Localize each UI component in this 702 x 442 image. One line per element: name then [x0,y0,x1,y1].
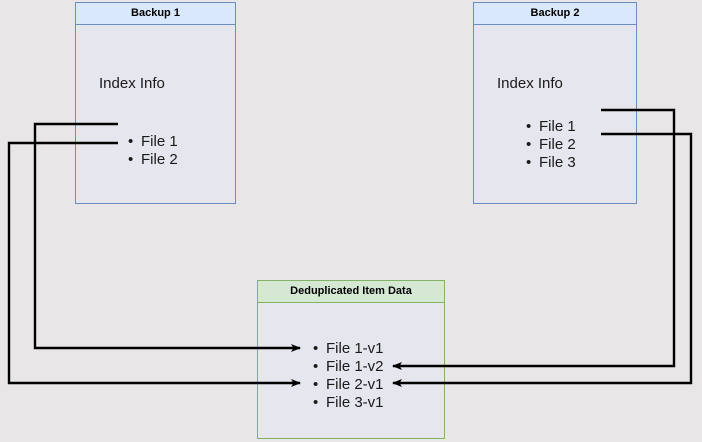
backup-1-body: Index Info File 1 File 2 [76,25,235,203]
backup-1-file-list: File 1 File 2 [123,133,178,169]
backup-2-header: Backup 2 [474,3,636,25]
list-item: File 2-v1 [313,376,383,394]
dedup-item-list: File 1-v1 File 1-v2 File 2-v1 File 3-v1 [308,340,383,412]
list-item: File 1 [526,118,576,136]
backup-2-section-title: Index Info [497,75,563,92]
deduplicated-item-data-header: Deduplicated Item Data [258,281,444,303]
backup-1-header: Backup 1 [76,3,235,25]
backup-1-box[interactable]: Backup 1 Index Info File 1 File 2 [75,2,236,204]
backup-1-section-title: Index Info [99,75,165,92]
deduplicated-item-data-box[interactable]: Deduplicated Item Data File 1-v1 File 1-… [257,280,445,439]
list-item: File 2 [526,136,576,154]
backup-2-box[interactable]: Backup 2 Index Info File 1 File 2 File 3 [473,2,637,204]
list-item: File 2 [128,151,178,169]
backup-2-file-list: File 1 File 2 File 3 [521,118,576,172]
list-item: File 1 [128,133,178,151]
deduplicated-item-data-body: File 1-v1 File 1-v2 File 2-v1 File 3-v1 [258,303,444,438]
backup-2-body: Index Info File 1 File 2 File 3 [474,25,636,203]
list-item: File 3 [526,154,576,172]
list-item: File 3-v1 [313,394,383,412]
list-item: File 1-v2 [313,358,383,376]
list-item: File 1-v1 [313,340,383,358]
